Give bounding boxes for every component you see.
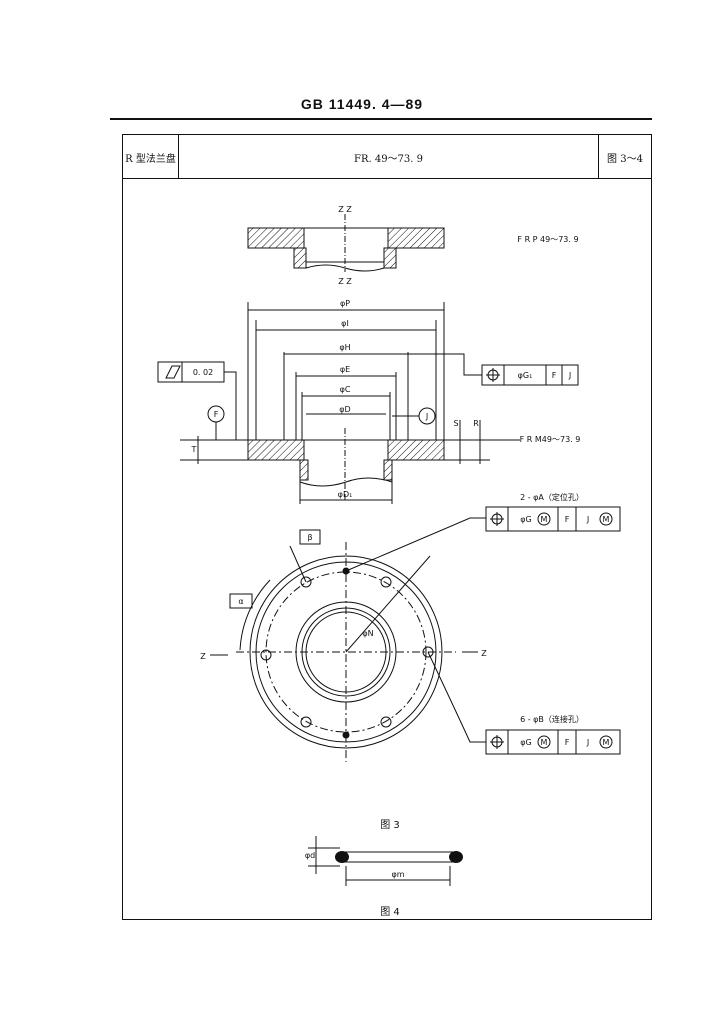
tol-g1-ref1: F: [552, 371, 557, 380]
dim-c: φC: [340, 385, 351, 394]
hole-b-label: 6 - φB（连接孔）: [520, 714, 584, 724]
figure-4-caption: 图 4: [380, 906, 400, 918]
datum-f: F: [214, 410, 219, 419]
z-bottom-label: Z Z: [338, 277, 352, 286]
dim-p: φP: [340, 299, 350, 308]
frp-section: [247, 214, 445, 272]
dim-d: φD: [339, 405, 350, 414]
tol-g1-ref2: J: [568, 371, 571, 380]
plan-view: [210, 506, 621, 762]
type-name-cell: R 型法兰盘: [123, 135, 179, 179]
frm-section: [157, 302, 579, 504]
phi-n: φN: [362, 629, 373, 638]
hole-b-dia: φG: [520, 738, 531, 747]
figure-3-caption: 图 3: [380, 819, 400, 831]
standard-number: GB 11449. 4—89: [300, 96, 424, 112]
seal-d: φd: [305, 851, 315, 860]
hole-a-dia: φG: [520, 515, 531, 524]
tol-g1-dia: φG₁: [518, 371, 533, 380]
hole-a-ref2: J: [586, 515, 589, 524]
hole-a-label: 2 - φA（定位孔）: [520, 492, 584, 502]
dim-t: T: [191, 445, 197, 454]
drawing-frame: R 型法兰盘 FR. 49～73. 9 图 3～4: [122, 134, 652, 920]
hole-b-ref1: F: [565, 738, 570, 747]
dim-s: S: [453, 419, 458, 428]
code-cell: FR. 49～73. 9: [179, 135, 599, 179]
hole-a-ref1: F: [565, 515, 570, 524]
frp-part-label: F R P 49～73. 9: [517, 235, 578, 244]
flatness-value: 0. 02: [193, 368, 213, 377]
title-row: R 型法兰盘 FR. 49～73. 9 图 3～4: [123, 135, 651, 179]
dim-h: φH: [339, 343, 350, 352]
axis-z-right: Z: [481, 649, 487, 658]
dim-e: φE: [340, 365, 350, 374]
seal-m: φm: [391, 870, 404, 879]
seal-ring: [308, 836, 456, 886]
seal-ring-ends: [335, 851, 463, 863]
figure-ref-cell: 图 3～4: [607, 153, 643, 165]
axis-z-left: Z: [200, 652, 206, 661]
hole-b-ref2: J: [586, 738, 589, 747]
hole-b-mod: M: [541, 738, 548, 747]
z-top-label: Z Z: [338, 205, 352, 214]
hole-b-mod2: M: [603, 738, 610, 747]
header-rule: [110, 118, 652, 120]
dim-i: φI: [341, 319, 349, 328]
hole-a-mod2: M: [603, 515, 610, 524]
angle-beta: β: [307, 533, 312, 542]
frm-part-label: F R M49～73. 9: [520, 435, 581, 444]
datum-j: J: [425, 412, 428, 421]
dim-d1: φD₁: [338, 490, 353, 499]
hole-a-mod: M: [541, 515, 548, 524]
angle-alpha: α: [238, 597, 243, 606]
dim-r: R: [473, 419, 479, 428]
